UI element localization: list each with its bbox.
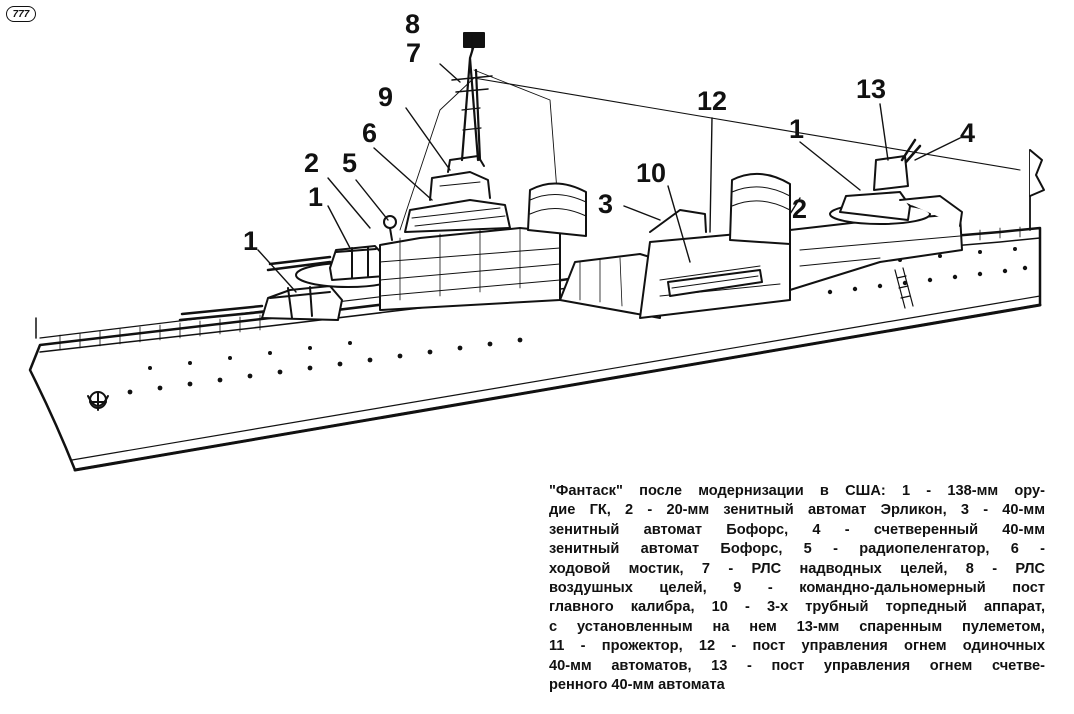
caption-line: главного калибра, 10 - 3-х трубный торпе… [549, 599, 1045, 616]
caption-line: 11 - прожектор, 12 - пост управления огн… [549, 638, 1045, 655]
callout-12: 12 [697, 86, 727, 116]
callout-10: 10 [636, 158, 666, 188]
page-number-badge: 777 [6, 6, 36, 22]
fore-funnel [527, 182, 587, 237]
caption-line: "Фантаск" после модернизации в США: 1 - … [549, 483, 1045, 499]
callout-7: 7 [406, 38, 421, 68]
air-search-radar-icon [463, 32, 485, 48]
callout-5: 5 [342, 148, 357, 178]
caption-line: воздушных целей, 9 - командно-дальномерн… [549, 580, 1045, 597]
callout-3: 3 [598, 189, 613, 219]
callout-1-aft: 1 [789, 114, 804, 144]
aft-superstructure [789, 138, 963, 291]
surface-radar-yard [451, 75, 493, 93]
callout-labels: 8 7 9 6 5 2 1 1 12 10 3 13 1 4 2 [243, 9, 975, 256]
callout-6: 6 [362, 118, 377, 148]
tripod-mast [399, 32, 1021, 231]
callout-13: 13 [856, 74, 886, 104]
caption-line: зенитный автомат Бофорс, 5 - радиопеленг… [549, 541, 1045, 558]
callout-4: 4 [960, 118, 975, 148]
caption-line: дие ГК, 2 - 20-мм зенитный автомат Эрлик… [549, 502, 1045, 519]
callout-2-aft: 2 [792, 194, 807, 224]
callout-2-fwd: 2 [304, 148, 319, 178]
ship-drawing: 8 7 9 6 5 2 1 1 12 10 3 13 1 4 2 [28, 9, 1045, 472]
callout-8: 8 [405, 9, 420, 39]
caption-line: ренного 40-мм автомата [549, 677, 725, 694]
callout-9: 9 [378, 82, 393, 112]
midships-deckhouse [559, 209, 791, 319]
ensign-flag [1029, 149, 1045, 231]
aft-funnel [729, 173, 791, 245]
caption-line: ходовой мостик, 7 - РЛС надводных целей,… [549, 560, 1045, 577]
forward-gun-mount-1 [178, 285, 343, 322]
anchor-icon [87, 391, 109, 411]
caption-line: 40-мм автоматов, 13 - пост управления ог… [549, 657, 1045, 674]
forward-gun-mount-2 [266, 245, 401, 288]
caption-line: с установленным на нем 13-мм спаренным п… [549, 618, 1045, 635]
caption-line: зенитный автомат Бофорс, 4 - счетверенны… [549, 521, 1045, 538]
figure-caption: "Фантаск" после модернизации в США: 1 - … [549, 482, 1045, 695]
leader-lines [257, 35, 961, 293]
callout-1-fwd-upper: 1 [308, 182, 323, 212]
callout-1-fwd-lower: 1 [243, 226, 258, 256]
forward-superstructure [379, 155, 561, 311]
